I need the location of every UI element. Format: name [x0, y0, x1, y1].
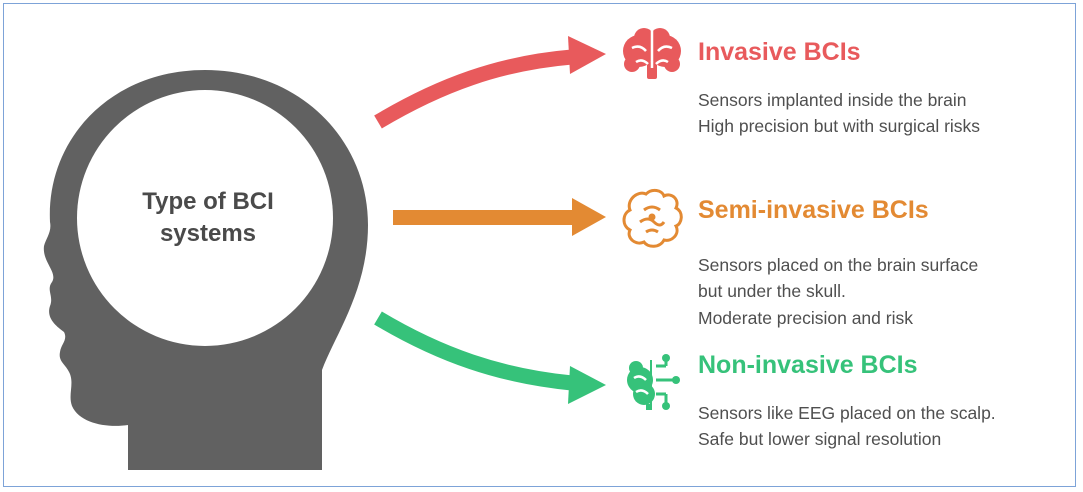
- semi-invasive-line-2: but under the skull.: [698, 281, 846, 302]
- head-circle: [77, 90, 333, 346]
- non-invasive-line-2: Safe but lower signal resolution: [698, 429, 942, 450]
- arrow-invasive: [374, 49, 573, 129]
- invasive-title: Invasive BCIs: [698, 38, 861, 66]
- semi-invasive-description: Sensors placed on the brain surface but …: [698, 252, 978, 331]
- semi-invasive-section: Semi-invasive BCIs Sensors placed on the…: [698, 196, 978, 331]
- semi-invasive-line-3: Moderate precision and risk: [698, 307, 913, 328]
- center-title: Type of BCI systems: [108, 186, 308, 249]
- center-title-line1: Type of BCI: [142, 188, 274, 215]
- non-invasive-description: Sensors like EEG placed on the scalp. Sa…: [698, 400, 996, 453]
- non-invasive-title: Non-invasive BCIs: [698, 351, 918, 379]
- arrow-non-head: [568, 366, 606, 404]
- center-title-line2: systems: [159, 219, 257, 247]
- brain-icon: [623, 28, 681, 79]
- arrow-semi-head: [572, 198, 606, 236]
- invasive-description: Sensors implanted inside the brain High …: [698, 87, 980, 140]
- arrow-semi: [393, 210, 576, 225]
- invasive-section: Invasive BCIs Sensors implanted inside t…: [698, 38, 980, 140]
- circuit-brain-icon: [627, 354, 680, 410]
- brain-outline-icon: [622, 188, 683, 248]
- non-invasive-line-1: Sensors like EEG placed on the scalp.: [698, 403, 996, 423]
- semi-invasive-line-1: Sensors placed on the brain surface: [698, 255, 979, 275]
- invasive-line-2: High precision but with surgical risks: [698, 116, 981, 137]
- semi-invasive-title: Semi-invasive BCIs: [698, 196, 929, 224]
- invasive-line-1: Sensors implanted inside the brain: [698, 90, 967, 110]
- arrow-non: [374, 311, 573, 391]
- arrow-invasive-head: [568, 36, 606, 74]
- non-invasive-section: Non-invasive BCIs Sensors like EEG place…: [698, 351, 996, 453]
